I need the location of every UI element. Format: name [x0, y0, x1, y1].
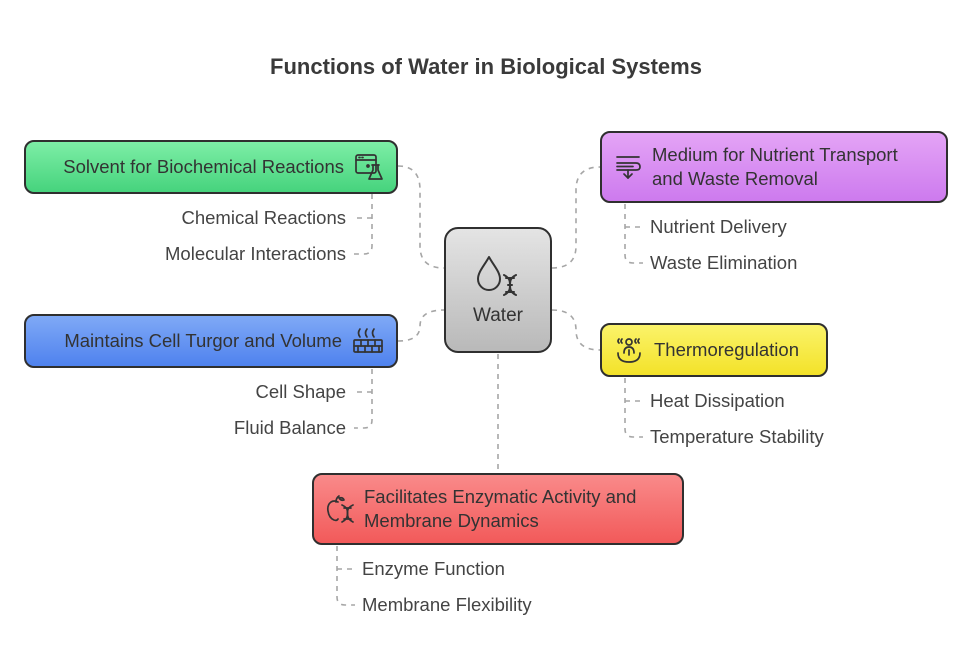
- cell-tissue-icon: [352, 327, 384, 355]
- center-label: Water: [473, 305, 523, 326]
- water-drop-dna-icon: [477, 256, 517, 296]
- branch-transport-label: Medium for Nutrient Transport and Waste …: [652, 143, 898, 191]
- branch-turgor: Maintains Cell Turgor and Volume: [24, 314, 398, 368]
- branch-transport-label-line-2: and Waste Removal: [652, 168, 818, 189]
- thermo-item-1: Heat Dissipation: [650, 390, 785, 411]
- connector-transport: [551, 166, 601, 269]
- branch-transport: Medium for Nutrient Transport and Waste …: [600, 131, 948, 203]
- solvent-item-1: Chemical Reactions: [181, 207, 346, 228]
- branch-enzymatic: Facilitates Enzymatic Activity and Membr…: [312, 473, 684, 545]
- branch-solvent-label: Solvent for Biochemical Reactions: [63, 156, 344, 177]
- flow-filter-icon: [614, 153, 642, 181]
- connector-turgor-items: [354, 369, 373, 429]
- branch-enzymatic-label-line-1: Facilitates Enzymatic Activity and: [364, 486, 637, 507]
- connector-solvent-items: [354, 194, 373, 255]
- transport-item-2: Waste Elimination: [650, 252, 798, 273]
- branch-turgor-label: Maintains Cell Turgor and Volume: [64, 330, 342, 351]
- thermoregulation-icon: [614, 335, 644, 365]
- connector-thermo-items: [624, 378, 643, 438]
- turgor-item-1: Cell Shape: [255, 381, 346, 402]
- connector-enzymatic-items: [336, 546, 355, 606]
- transport-item-1: Nutrient Delivery: [650, 216, 787, 237]
- branch-thermo: Thermoregulation: [600, 323, 828, 377]
- connector-transport-items: [624, 204, 643, 264]
- enzymatic-item-1: Enzyme Function: [362, 558, 505, 579]
- turgor-item-2: Fluid Balance: [233, 417, 346, 438]
- enzymatic-item-2: Membrane Flexibility: [362, 594, 532, 615]
- center-node-water: Water: [444, 227, 552, 353]
- branch-solvent: Solvent for Biochemical Reactions: [24, 140, 398, 194]
- connector-thermo: [551, 309, 601, 351]
- branch-thermo-label: Thermoregulation: [654, 339, 799, 360]
- branch-transport-label-line-1: Medium for Nutrient Transport: [652, 144, 898, 165]
- apple-dna-icon: [326, 493, 354, 525]
- branch-enzymatic-label: Facilitates Enzymatic Activity and Membr…: [364, 485, 636, 533]
- diagram-title: Functions of Water in Biological Systems: [270, 54, 702, 79]
- connector-solvent: [397, 165, 445, 269]
- connector-turgor: [397, 309, 445, 342]
- branch-enzymatic-label-line-2: Membrane Dynamics: [364, 510, 539, 531]
- thermo-item-2: Temperature Stability: [650, 426, 824, 447]
- solvent-item-2: Molecular Interactions: [165, 243, 346, 264]
- chemistry-lab-icon: [354, 152, 384, 182]
